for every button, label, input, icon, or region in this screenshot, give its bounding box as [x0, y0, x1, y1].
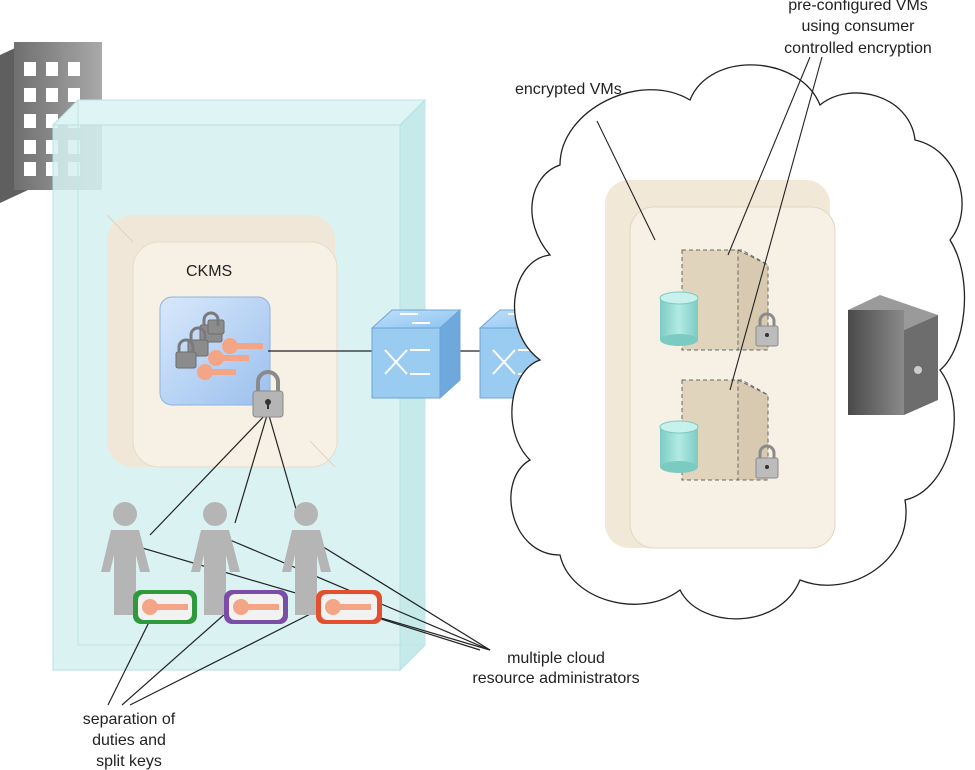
preconfigured-vms-label: pre-configured VMs using consumer contro… [784, 0, 932, 57]
network-switch-icon [370, 308, 462, 400]
person-icon [282, 502, 331, 615]
key-store-icon [159, 296, 271, 406]
database-icon [659, 291, 699, 346]
separation-label: separation of duties and split keys [83, 711, 176, 770]
lock-icon [755, 444, 779, 479]
administrators-label: multiple cloud resource administrators [472, 650, 639, 687]
separation-line-2: duties and [92, 732, 166, 749]
ckms-label: CKMS [186, 263, 232, 280]
physical-server-icon [848, 295, 938, 415]
administrators-line-2: resource administrators [472, 670, 639, 687]
lock-icon [252, 370, 284, 418]
database-icon [659, 420, 699, 473]
preconfigured-line-3: controlled encryption [784, 40, 932, 57]
key-icon [316, 590, 382, 624]
key-icon [224, 590, 288, 624]
lock-icon [755, 312, 779, 347]
preconfigured-line-2: using consumer [802, 18, 916, 35]
administrators-group [101, 502, 331, 615]
encrypted-vms-label: encrypted VMs [515, 81, 622, 98]
key-icon [133, 590, 197, 624]
encrypted-vm-enclosure [605, 180, 836, 549]
separation-line-3: split keys [96, 753, 162, 770]
preconfigured-line-1: pre-configured VMs [788, 0, 928, 14]
administrators-line-1: multiple cloud [507, 650, 605, 667]
person-icon [191, 502, 240, 615]
callout-lines [596, 56, 823, 391]
person-icon [101, 502, 150, 615]
separation-line-1: separation of [83, 711, 176, 728]
